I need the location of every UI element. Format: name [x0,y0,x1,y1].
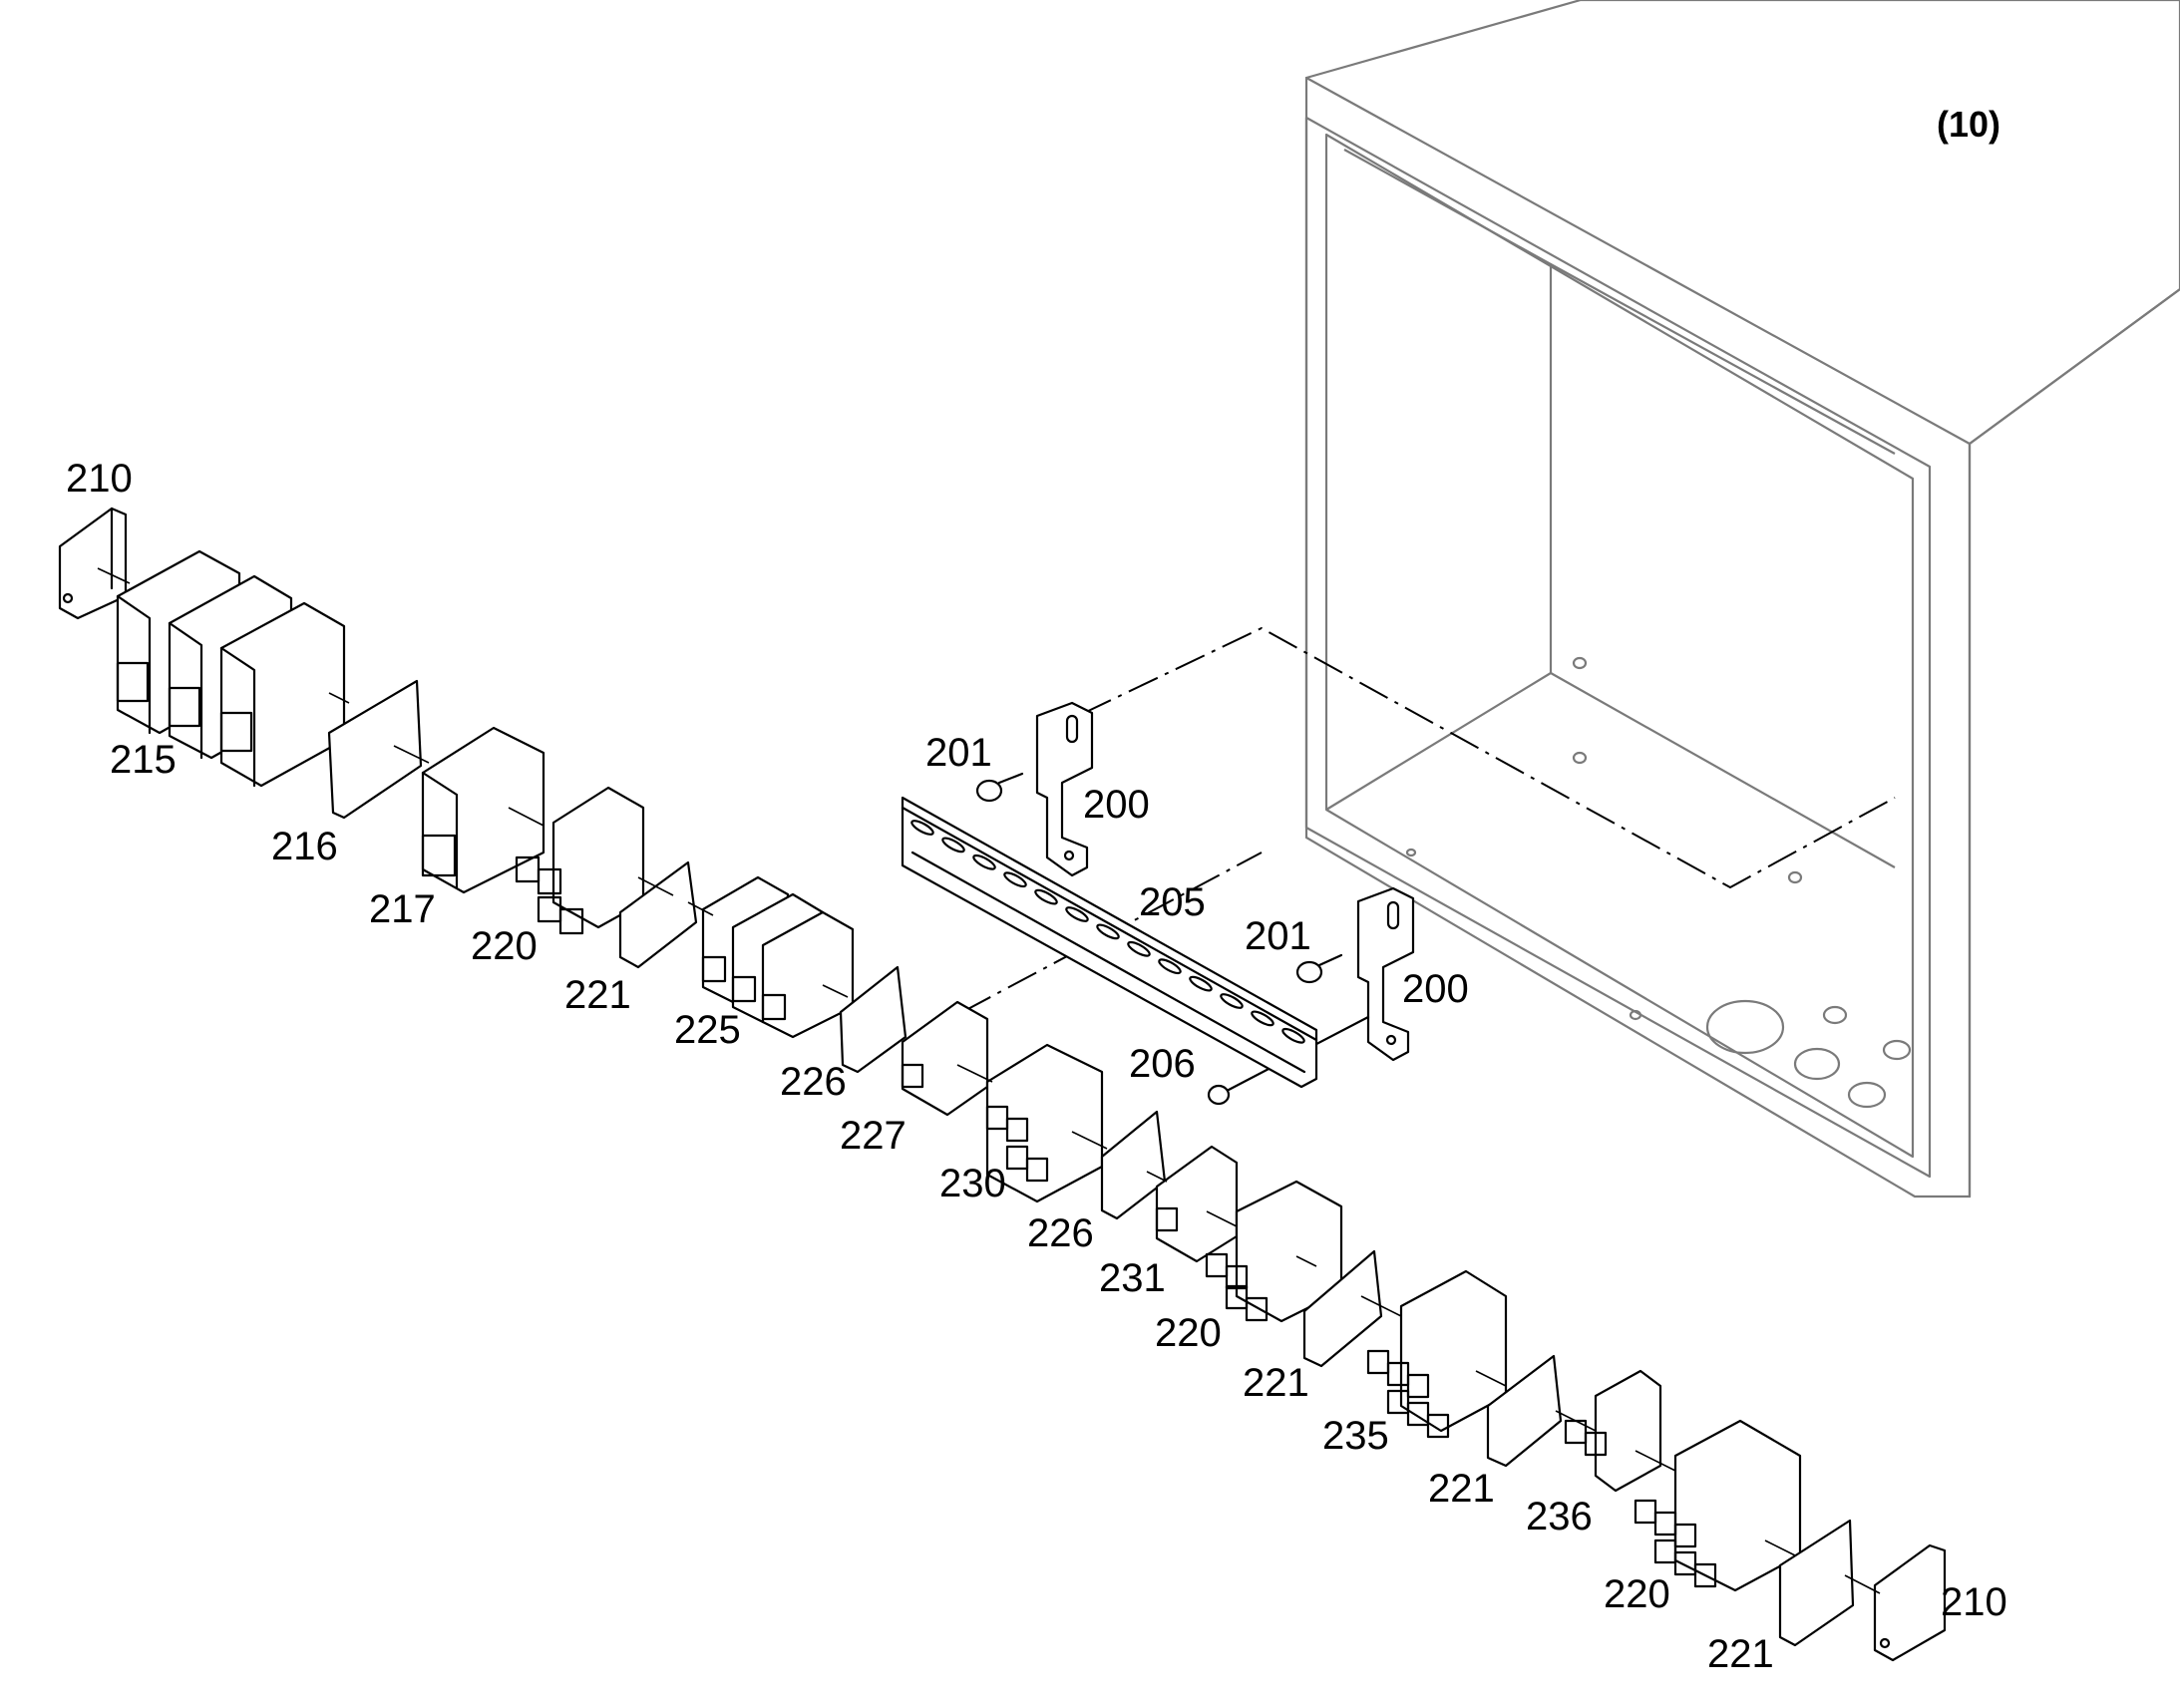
terminal-block-group [1366,1269,1508,1439]
terminal-block [1564,1369,1662,1493]
callout-200: 200 [1402,967,1469,1011]
rail-slot [1220,993,1244,1009]
callout-221: 221 [564,973,631,1017]
callout-226: 226 [780,1060,847,1104]
callout-210: 210 [66,457,133,501]
terminal-block-group [116,549,346,788]
callout-227: 227 [840,1114,907,1158]
separator-plate [327,679,423,820]
separator-plate [839,965,908,1074]
callout-231: 231 [1099,1256,1166,1300]
callout-201: 201 [925,731,992,775]
assembly-reference-label: (10) [1937,104,2000,145]
end-plate [1486,1354,1563,1468]
callout-200: 200 [1083,783,1150,827]
mounting-bracket [1035,701,1094,877]
callout-230: 230 [939,1162,1006,1205]
rail-slot [1003,871,1027,888]
callout-225: 225 [674,1008,741,1052]
din-rail [901,796,1318,1089]
screw-icon [1295,953,1343,984]
terminal-block-group [701,875,855,1039]
terminal-block [901,1000,989,1117]
enclosure-housing [1304,0,2180,1198]
callout-221: 221 [1428,1467,1495,1511]
callout-labels: 210 215 216 217 220 221 225 226 227 230 … [66,457,2007,1676]
screw-icon [975,772,1024,803]
callout-235: 235 [1322,1414,1389,1458]
terminal-block [515,786,645,935]
callout-210: 210 [1941,1580,2007,1624]
mounting-path-line [1081,626,1896,889]
callout-215: 215 [110,738,177,782]
callout-226: 226 [1027,1211,1094,1255]
rail-slot [1281,1027,1305,1044]
end-bracket [1873,1543,1947,1662]
assembly-axis-lines [97,567,1881,1594]
end-plate [1778,1519,1855,1647]
rail-slot [1127,940,1151,957]
rail-slot [910,820,934,836]
rail-slot [941,837,965,854]
separator-plate [1100,1110,1167,1220]
terminal-block [421,726,545,894]
rail-slot [1096,923,1120,940]
end-bracket [58,507,128,620]
rail-slot [1189,975,1213,992]
callout-236: 236 [1526,1495,1593,1538]
callout-201: 201 [1245,914,1311,958]
callout-220: 220 [1155,1311,1222,1355]
callout-220: 220 [1604,1572,1670,1616]
rail-slot [1034,888,1058,905]
callout-217: 217 [369,887,436,931]
callout-205: 205 [1139,880,1206,924]
callout-221: 221 [1243,1361,1309,1405]
end-plate [1302,1249,1383,1368]
terminal-block [1155,1145,1239,1263]
callout-216: 216 [271,825,338,868]
mounting-bracket [1356,886,1415,1062]
callout-220: 220 [471,924,538,968]
rail-slot [972,854,996,870]
callout-221: 221 [1707,1632,1774,1676]
rail-slot [1065,906,1089,922]
rail-slot [1251,1010,1274,1027]
end-plate [618,860,698,969]
callout-206: 206 [1129,1042,1196,1086]
rail-slot [1158,958,1182,975]
